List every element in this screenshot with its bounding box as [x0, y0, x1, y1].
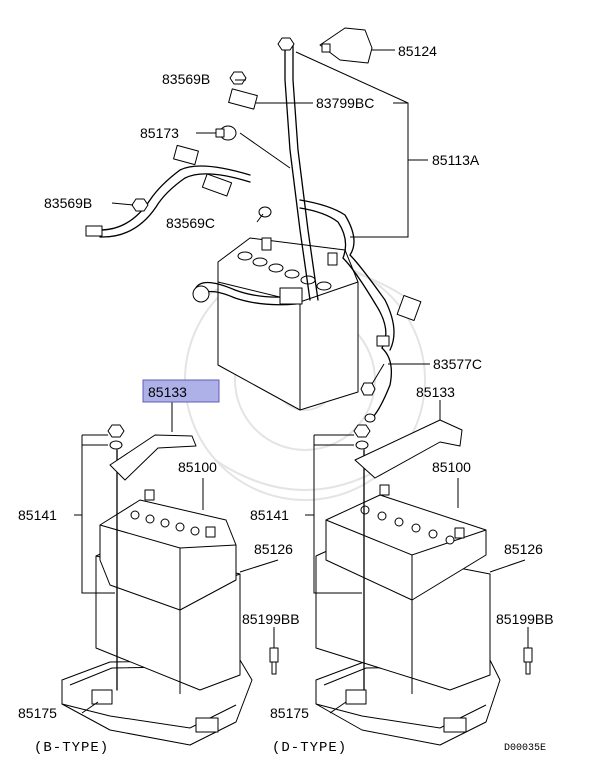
label-85199bb-d[interactable]: 85199BB — [496, 611, 554, 627]
label-85100-d[interactable]: 85100 — [432, 459, 471, 475]
label-85126-d[interactable]: 85126 — [504, 541, 543, 557]
b-battery-caps — [130, 510, 200, 536]
d-battery-caps — [360, 505, 455, 545]
label-85133-b[interactable]: 85133 — [148, 384, 187, 400]
top-leader-lines — [111, 49, 430, 385]
label-85133-d[interactable]: 85133 — [416, 384, 455, 400]
d-type-assembly — [315, 419, 533, 746]
label-85175-b[interactable]: 85175 — [18, 705, 57, 721]
caption-d-type: (D-TYPE) — [272, 740, 347, 756]
label-85124[interactable]: 85124 — [398, 43, 437, 59]
caption-b-type: (B-TYPE) — [34, 740, 109, 756]
label-85175-d[interactable]: 85175 — [270, 705, 309, 721]
label-83569b-top[interactable]: 83569B — [162, 71, 210, 87]
diagram-code: D00035E — [504, 743, 546, 754]
label-85141-b[interactable]: 85141 — [18, 507, 57, 523]
top-battery-assembly — [85, 27, 422, 423]
label-83569b-left[interactable]: 83569B — [44, 195, 92, 211]
label-83799bc[interactable]: 83799BC — [316, 95, 374, 111]
label-85199bb-b[interactable]: 85199BB — [242, 611, 300, 627]
label-85113a[interactable]: 85113A — [432, 152, 480, 168]
label-83569c[interactable]: 83569C — [166, 215, 215, 231]
highlighted-part-box[interactable] — [142, 379, 220, 403]
part-labels: 85124 83569B 83799BC 85173 85113A 83569B… — [18, 43, 554, 756]
label-85141-d[interactable]: 85141 — [250, 507, 289, 523]
bottom-leader-lines — [74, 400, 529, 714]
label-85126-b[interactable]: 85126 — [254, 541, 293, 557]
label-85100-b[interactable]: 85100 — [178, 459, 217, 475]
label-85173[interactable]: 85173 — [140, 125, 179, 141]
b-type-assembly — [61, 424, 279, 746]
label-83577c[interactable]: 83577C — [433, 356, 482, 372]
